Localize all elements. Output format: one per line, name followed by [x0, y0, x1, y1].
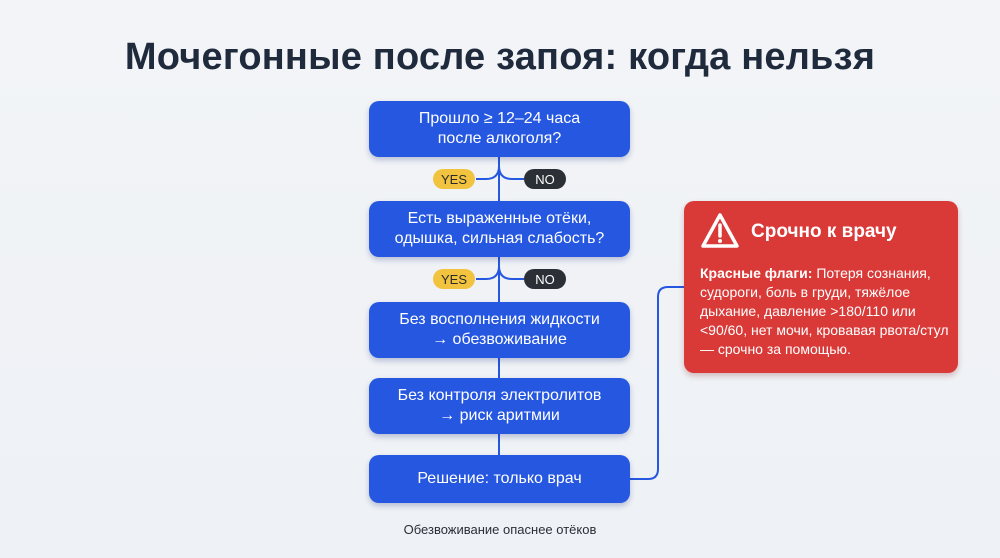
node-line: → риск аритмии [439, 407, 560, 424]
yes-badge: YES [433, 269, 475, 289]
yes-badge: YES [433, 169, 475, 189]
connector-q1-no [498, 165, 524, 180]
node-line: одышка, сильная слабость? [394, 230, 605, 247]
urgent-alert-card: Срочно к врачу Красные флаги: Потеря соз… [684, 201, 958, 373]
question-node-symptoms: Есть выраженные отёки, одышка, сильная с… [369, 201, 630, 257]
node-line: Есть выраженные отёки, [407, 210, 592, 227]
step-node-dehydration: Без восполнения жидкости → обезвоживание [369, 302, 630, 358]
red-flags-text: Потеря сознания, судороги, боль в груди,… [700, 265, 949, 357]
node-line: Без восполнения жидкости [399, 311, 600, 328]
node-line: Решение: только врач [417, 470, 582, 487]
question-node-time: Прошло ≥ 12–24 часа после алкоголя? [369, 101, 630, 157]
node-line: → обезвоживание [432, 331, 567, 348]
node-line: после алкоголя? [437, 130, 562, 147]
decision-node: Решение: только врач [369, 455, 630, 503]
connector-decision-alert [630, 286, 684, 480]
connector-q2-yes [476, 265, 500, 280]
red-flags-label: Красные флаги: [700, 265, 813, 281]
node-line: Без контроля электролитов [397, 387, 602, 404]
page-title: Мочегонные после запоя: когда нельзя [124, 36, 876, 78]
no-badge: NO [524, 169, 566, 189]
warning-triangle-icon [701, 213, 739, 248]
step-node-electrolytes: Без контроля электролитов → риск аритмии [369, 378, 630, 434]
node-line: Прошло ≥ 12–24 часа [418, 110, 581, 127]
footer-caption: Обезвоживание опаснее отёков [403, 522, 597, 537]
connector-q2-no [498, 265, 524, 280]
alert-title: Срочно к врачу [751, 221, 897, 242]
alert-body: Красные флаги: Потеря сознания, судороги… [700, 264, 950, 359]
no-badge: NO [524, 269, 566, 289]
connector-q1-yes [476, 165, 500, 180]
